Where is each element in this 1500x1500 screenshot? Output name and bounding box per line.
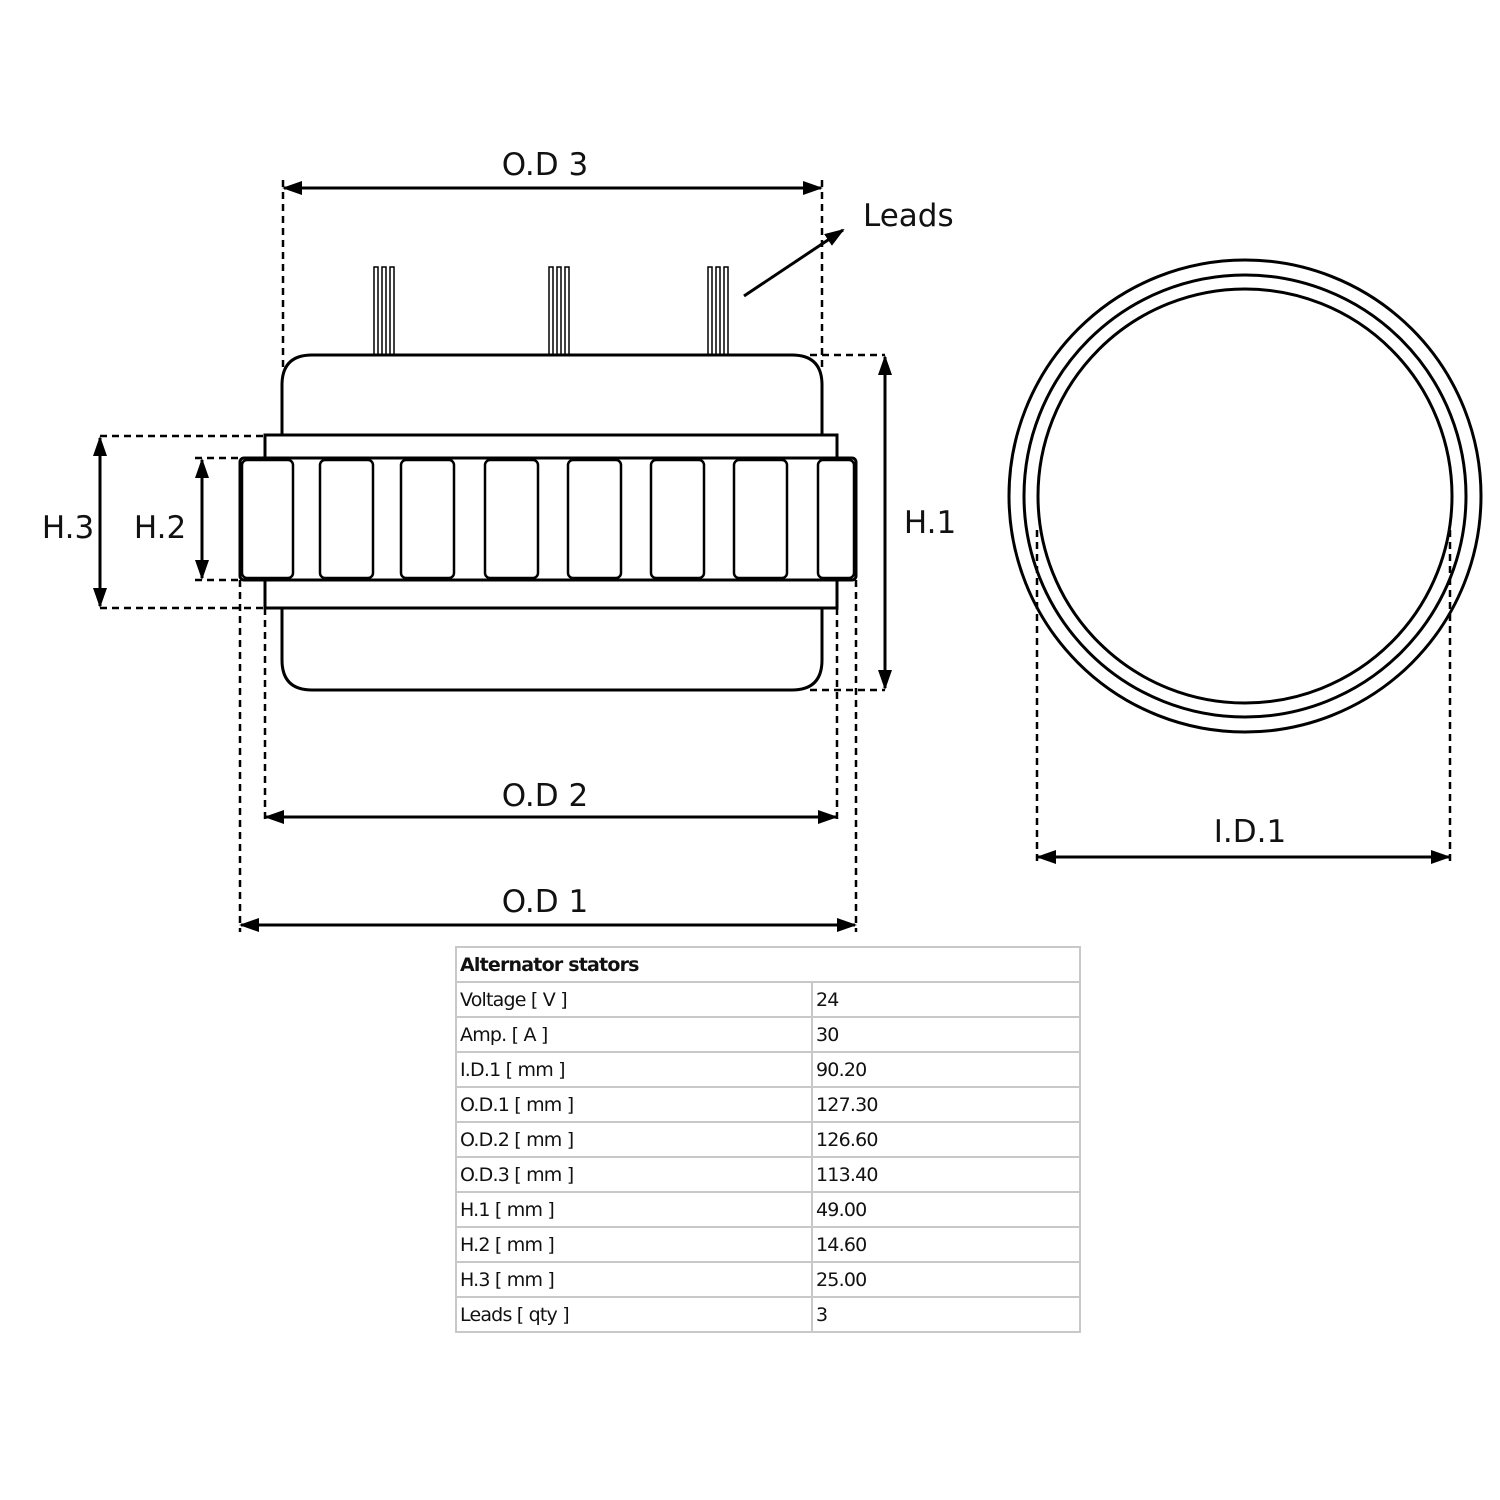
- upper-winding: [280, 353, 824, 435]
- lead-wires: [373, 266, 729, 356]
- core-teeth: [240, 458, 856, 580]
- lower-winding: [280, 608, 824, 692]
- leads-pointer: [743, 228, 845, 298]
- table-row: O.D.2 [ mm ]126.60: [455, 1121, 1081, 1158]
- h3-label: H.3: [42, 510, 94, 546]
- od2-label: O.D 2: [502, 778, 588, 814]
- table-row: Amp. [ A ]30: [455, 1016, 1081, 1053]
- table-row: Voltage [ V ]24: [455, 981, 1081, 1018]
- spec-value: 25.00: [811, 1261, 1081, 1298]
- spec-label: H.3 [ mm ]: [455, 1261, 813, 1298]
- spec-value: 30: [811, 1016, 1081, 1053]
- spec-label: I.D.1 [ mm ]: [455, 1051, 813, 1088]
- spec-value: 127.30: [811, 1086, 1081, 1123]
- spec-label: O.D.1 [ mm ]: [455, 1086, 813, 1123]
- spec-value: 14.60: [811, 1226, 1081, 1263]
- od1-label: O.D 1: [502, 884, 588, 920]
- table-row: O.D.1 [ mm ]127.30: [455, 1086, 1081, 1123]
- spec-label: Leads [ qty ]: [455, 1296, 813, 1333]
- spec-label: Voltage [ V ]: [455, 981, 813, 1018]
- h2-label: H.2: [134, 510, 186, 546]
- od3-label: O.D 3: [502, 147, 588, 183]
- h1-label: H.1: [904, 505, 956, 541]
- spec-value: 24: [811, 981, 1081, 1018]
- leads-label: Leads: [863, 198, 954, 234]
- spec-label: Amp. [ A ]: [455, 1016, 813, 1053]
- table-row: Leads [ qty ]3: [455, 1296, 1081, 1333]
- spec-value: 49.00: [811, 1191, 1081, 1228]
- upper-band: [263, 433, 839, 460]
- id1-label: I.D.1: [1214, 814, 1286, 850]
- spec-value: 113.40: [811, 1156, 1081, 1193]
- table-row: H.2 [ mm ]14.60: [455, 1226, 1081, 1263]
- spec-value: 3: [811, 1296, 1081, 1333]
- spec-value: 126.60: [811, 1121, 1081, 1158]
- table-row: H.1 [ mm ]49.00: [455, 1191, 1081, 1228]
- table-row: H.3 [ mm ]25.00: [455, 1261, 1081, 1298]
- table-row: I.D.1 [ mm ]90.20: [455, 1051, 1081, 1088]
- stator-top-view: [1007, 258, 1483, 734]
- table-row: O.D.3 [ mm ]113.40: [455, 1156, 1081, 1193]
- lower-band: [263, 578, 839, 610]
- spec-table-title: Alternator stators: [455, 946, 1081, 983]
- spec-value: 90.20: [811, 1051, 1081, 1088]
- spec-label: H.1 [ mm ]: [455, 1191, 813, 1228]
- spec-label: O.D.2 [ mm ]: [455, 1121, 813, 1158]
- stator-drawing: O.D 3 Leads H.1 H.3 H.2 O.D 2 O.D 1 I.D.…: [42, 147, 1483, 932]
- spec-label: H.2 [ mm ]: [455, 1226, 813, 1263]
- stator-core: [238, 456, 858, 582]
- spec-label: O.D.3 [ mm ]: [455, 1156, 813, 1193]
